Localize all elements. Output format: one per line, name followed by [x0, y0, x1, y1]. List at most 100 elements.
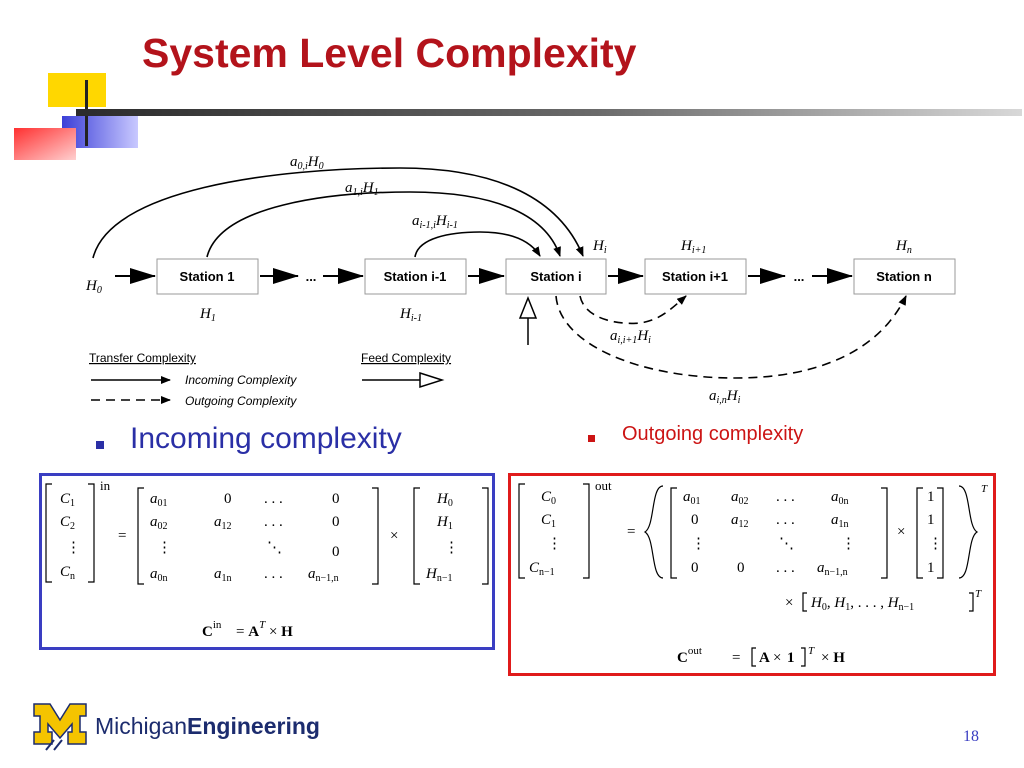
label-ai-1i-Hi-1: ai-1,iHi-1	[412, 213, 458, 231]
svg-text:. . .: . . .	[264, 566, 283, 582]
svg-text:an−1,n: an−1,n	[308, 566, 339, 584]
label-H1: H1	[199, 306, 216, 324]
slide-title: System Level Complexity	[142, 30, 637, 76]
svg-text:× H: × H	[821, 650, 845, 666]
svg-text:⋮: ⋮	[66, 540, 81, 556]
legend-outgoing: Outgoing Complexity	[185, 394, 297, 408]
svg-text:a01: a01	[683, 489, 701, 507]
svg-text:Hn−1: Hn−1	[425, 566, 452, 584]
legend: Transfer Complexity Incoming Complexity …	[89, 351, 451, 408]
svg-text:an−1,n: an−1,n	[817, 560, 848, 578]
equals-sign: =	[627, 524, 635, 540]
svg-text:C2: C2	[60, 514, 75, 532]
bullet-square-blue	[96, 441, 104, 449]
svg-text:a1n: a1n	[214, 566, 232, 584]
incoming-equation-box: C1 C2 ⋮ Cn in = a01 0 . . . 0 a02 a12 . …	[39, 473, 495, 650]
svg-text:1: 1	[927, 512, 935, 528]
svg-text:H1: H1	[436, 514, 453, 532]
svg-text:a1n: a1n	[831, 512, 849, 530]
incoming-arcs	[92, 167, 584, 259]
svg-text:1: 1	[787, 650, 795, 666]
svg-text:×: ×	[773, 650, 781, 666]
michigan-block-m-logo	[33, 703, 87, 751]
label-Hi-1: Hi-1	[399, 306, 422, 324]
svg-text:=: =	[732, 650, 740, 666]
svg-text:a12: a12	[731, 512, 749, 530]
assembly-line-diagram: Station 1 Station i-1 Station i Station …	[85, 154, 956, 408]
label-Hi+1: Hi+1	[680, 238, 706, 256]
svg-text:0: 0	[332, 544, 340, 560]
svg-text:Cn: Cn	[60, 564, 75, 582]
svg-text:. . .: . . .	[264, 514, 283, 530]
station-box-n: Station n	[853, 258, 956, 295]
legend-transfer-title: Transfer Complexity	[89, 351, 196, 365]
station-label: Station i-1	[384, 269, 447, 284]
svg-text:a0n: a0n	[831, 489, 849, 507]
station-label: Station n	[876, 269, 932, 284]
svg-text:1: 1	[927, 489, 935, 505]
feed-arrow	[518, 295, 538, 345]
outgoing-complexity-heading: Outgoing complexity	[622, 423, 804, 445]
label-ain-Hi: ai,nHi	[709, 388, 741, 406]
svg-text:a01: a01	[150, 491, 168, 509]
svg-text:T: T	[981, 483, 988, 495]
times-sign: ×	[390, 528, 398, 544]
station-box-1: Station 1	[156, 258, 259, 295]
label-a0i-H0: a0,iH0	[290, 154, 324, 172]
svg-text:⋱: ⋱	[267, 540, 282, 556]
station-label: Station i	[530, 269, 581, 284]
svg-text:0: 0	[332, 491, 340, 507]
legend-feed-title: Feed Complexity	[361, 351, 451, 365]
brand-engineering: Engineering	[187, 713, 320, 739]
outgoing-equation: C0 C1 ⋮ Cn−1 out = a01 a02 . . . a0n 0 a…	[518, 478, 988, 667]
svg-text:⋱: ⋱	[779, 536, 794, 552]
svg-text:⋮: ⋮	[928, 536, 943, 552]
svg-text:⋮: ⋮	[444, 540, 459, 556]
superscript-in: in	[100, 478, 111, 493]
svg-text:T: T	[808, 645, 815, 657]
svg-text:⋮: ⋮	[547, 536, 562, 552]
legend-incoming: Incoming Complexity	[185, 373, 297, 387]
svg-text:0: 0	[332, 514, 340, 530]
svg-text:. . .: . . .	[776, 512, 795, 528]
times-sign: ×	[897, 524, 905, 540]
svg-text:A: A	[759, 650, 770, 666]
deco-yellow-square	[48, 73, 106, 107]
svg-text:. . .: . . .	[776, 560, 795, 576]
label-aii+1-Hi: ai,i+1Hi	[610, 328, 651, 346]
superscript-out: out	[595, 478, 612, 493]
label-Hn: Hn	[895, 238, 912, 256]
ellipsis-2: ...	[794, 269, 805, 284]
equals-sign: =	[118, 528, 126, 544]
label-a1i-H1: a1,iH1	[345, 180, 379, 198]
label-H0: H0	[85, 278, 102, 296]
outgoing-equation-box: C0 C1 ⋮ Cn−1 out = a01 a02 . . . a0n 0 a…	[508, 473, 996, 676]
svg-text:0: 0	[691, 512, 699, 528]
ellipsis-1: ...	[306, 269, 317, 284]
svg-text:0: 0	[737, 560, 745, 576]
svg-text:Cin: Cin	[202, 619, 222, 640]
svg-text:a02: a02	[731, 489, 749, 507]
svg-text:Cn−1: Cn−1	[529, 560, 555, 578]
brand-michigan: Michigan	[95, 713, 188, 739]
michigan-engineering-wordmark: MichiganEngineering	[95, 713, 320, 740]
page-number: 18	[963, 728, 979, 745]
svg-text:T: T	[975, 588, 982, 600]
bullet-square-red	[588, 435, 595, 442]
incoming-complexity-heading: Incoming complexity	[130, 422, 402, 455]
svg-text:= AT × H: = AT × H	[236, 619, 293, 640]
title-underline	[76, 109, 1022, 116]
svg-text:0: 0	[691, 560, 699, 576]
svg-text:⋮: ⋮	[691, 536, 706, 552]
station-box-i-1: Station i-1	[364, 258, 467, 295]
svg-text:Cout: Cout	[677, 645, 702, 666]
svg-text:C0: C0	[541, 489, 556, 507]
svg-text:⋮: ⋮	[157, 540, 172, 556]
incoming-equation: C1 C2 ⋮ Cn in = a01 0 . . . 0 a02 a12 . …	[45, 478, 489, 640]
svg-text:C1: C1	[541, 512, 556, 530]
svg-text:. . .: . . .	[776, 489, 795, 505]
station-label: Station i+1	[662, 269, 728, 284]
svg-text:a02: a02	[150, 514, 168, 532]
svg-text:C1: C1	[60, 491, 75, 509]
outgoing-arcs	[555, 295, 907, 379]
